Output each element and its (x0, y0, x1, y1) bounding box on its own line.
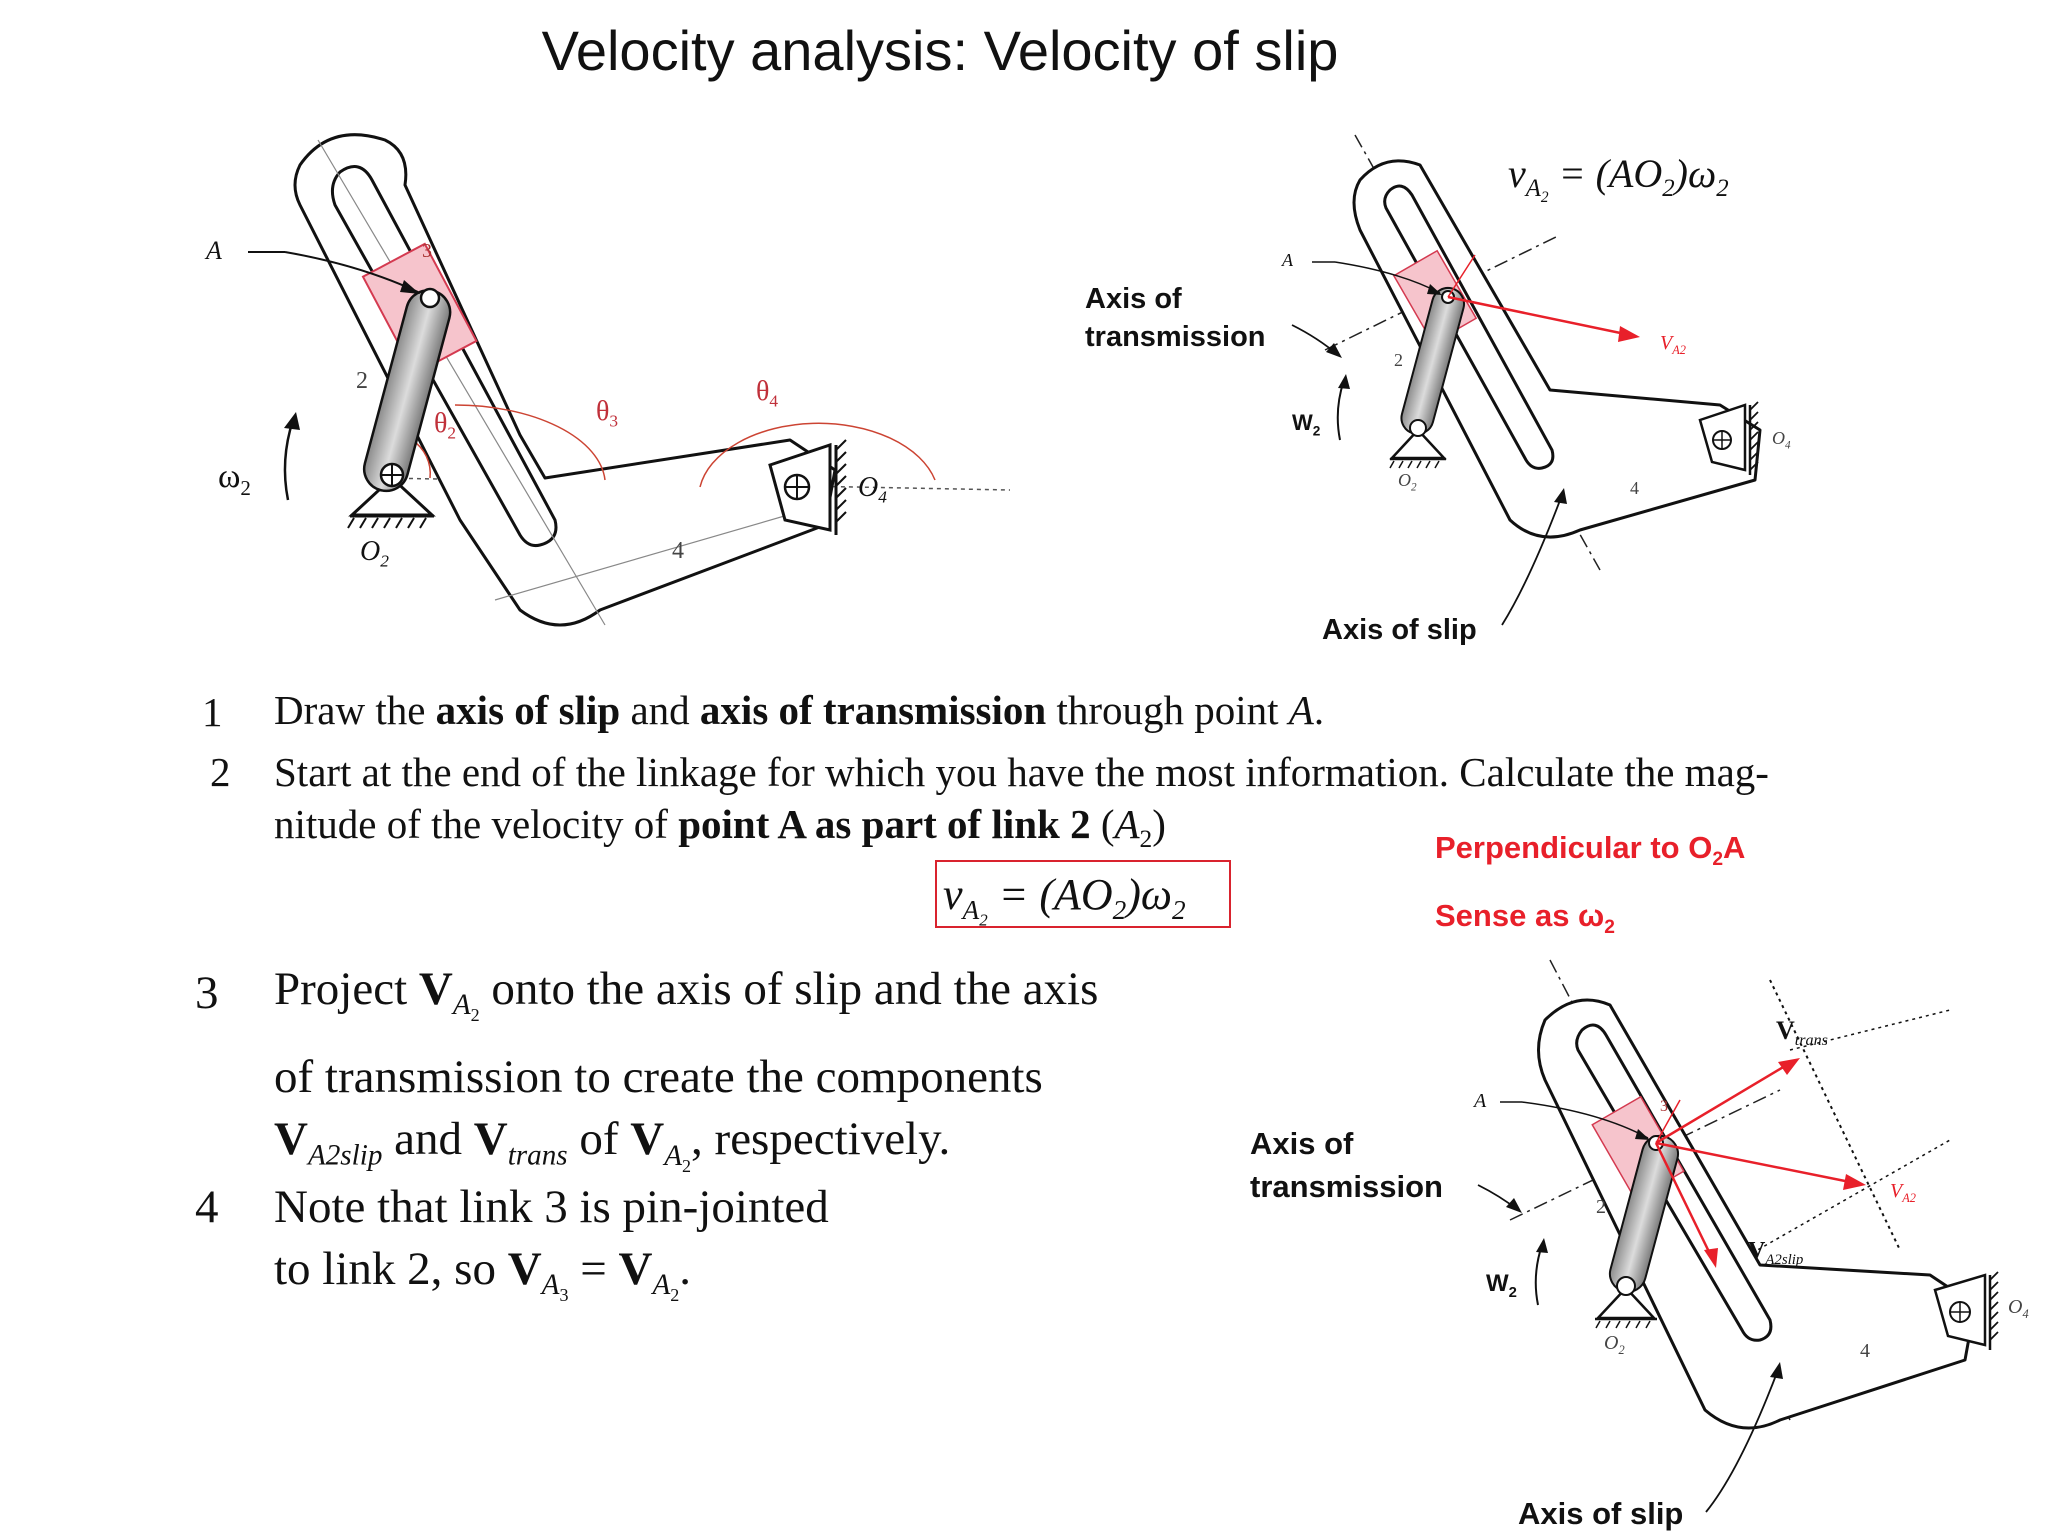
fig1-theta3-label: θ3 (596, 396, 619, 431)
step1-text: Draw the axis of slip and axis of transm… (274, 687, 1325, 733)
fig2-link2-label: 2 (1394, 350, 1403, 370)
fig3-link3-label: 3 (1660, 1098, 1668, 1115)
fig3-va2-label: VA2 (1890, 1180, 1916, 1205)
note-sense: Sense as ω2 (1435, 898, 1615, 939)
va2-vector (1447, 295, 1631, 337)
fig1-link3-label: 3 (422, 240, 432, 262)
vtrans-vector (1655, 1061, 1791, 1145)
fig2-axis-slip-label: Axis of slip (1322, 614, 1477, 646)
fig2-va2-label: VA2 (1660, 332, 1686, 357)
fig2-equation: vA2 = (AO2)ω2 (1508, 151, 1729, 206)
fig3-o4-label: O4 (2008, 1296, 2029, 1321)
fig3-o2-label: O2 (1604, 1332, 1625, 1357)
fig1-theta2-label: θ2 (434, 408, 457, 443)
fig1-o2-label: O2 (360, 536, 389, 571)
figure-linkage-angles (248, 133, 1011, 627)
fig3-axis-slip-label: Axis of slip (1518, 1496, 1684, 1531)
theta3-arc (454, 404, 606, 481)
fig3-w2-label: W2 (1486, 1270, 1517, 1301)
fig1-o4-label: O4 (858, 472, 887, 507)
step4-text: Note that link 3 is pin-jointed to link … (274, 1181, 829, 1306)
fig2-o2-label: O2 (1398, 470, 1417, 494)
fig2-w2-label: W2 (1292, 410, 1321, 439)
fig3-label-a: A (1474, 1090, 1487, 1112)
note-perpendicular: Perpendicular to O2A (1435, 830, 1746, 871)
fig3-link4-label: 4 (1860, 1340, 1870, 1362)
fig1-link4-label: 4 (672, 538, 684, 564)
step4-number: 4 (195, 1181, 219, 1233)
step2-text: Start at the end of the linkage for whic… (274, 749, 1769, 854)
theta4-arc (699, 422, 936, 488)
fig2-o4-label: O4 (1772, 428, 1791, 452)
fig1-link2-label: 2 (356, 368, 368, 394)
fig3-vtrans-label: Vtrans (1776, 1016, 1828, 1050)
step3-number: 3 (195, 967, 219, 1019)
link4-slot-3 (1575, 1023, 1773, 1342)
pin-a (419, 287, 441, 309)
fig1-omega2-label: ω2 (218, 458, 251, 500)
page-title: Velocity analysis: Velocity of slip (541, 19, 1339, 82)
fig2-label-a: A (1282, 250, 1293, 270)
step2-number: 2 (210, 749, 231, 795)
step1-number: 1 (202, 689, 223, 735)
fig3-va2slip-label: VA2slip (1748, 1238, 1804, 1268)
va2-vector-3 (1655, 1141, 1856, 1185)
boxed-equation: vA2 = (AO2)ω2 (935, 860, 1231, 929)
link4-outline-2 (1352, 159, 1762, 539)
omega2-arrow (283, 419, 295, 501)
figure-velocity-components (1477, 959, 1999, 1513)
fig3-link2-label: 2 (1596, 1196, 1606, 1218)
fig2-link4-label: 4 (1630, 478, 1639, 498)
fig1-label-a: A (206, 236, 222, 265)
figure-axis-diagram (1291, 134, 1762, 626)
step3-text: Project VA2 onto the axis of slip and th… (274, 963, 1099, 1176)
fig1-theta4-label: θ4 (756, 376, 779, 411)
va2slip-vector (1654, 1142, 1714, 1259)
